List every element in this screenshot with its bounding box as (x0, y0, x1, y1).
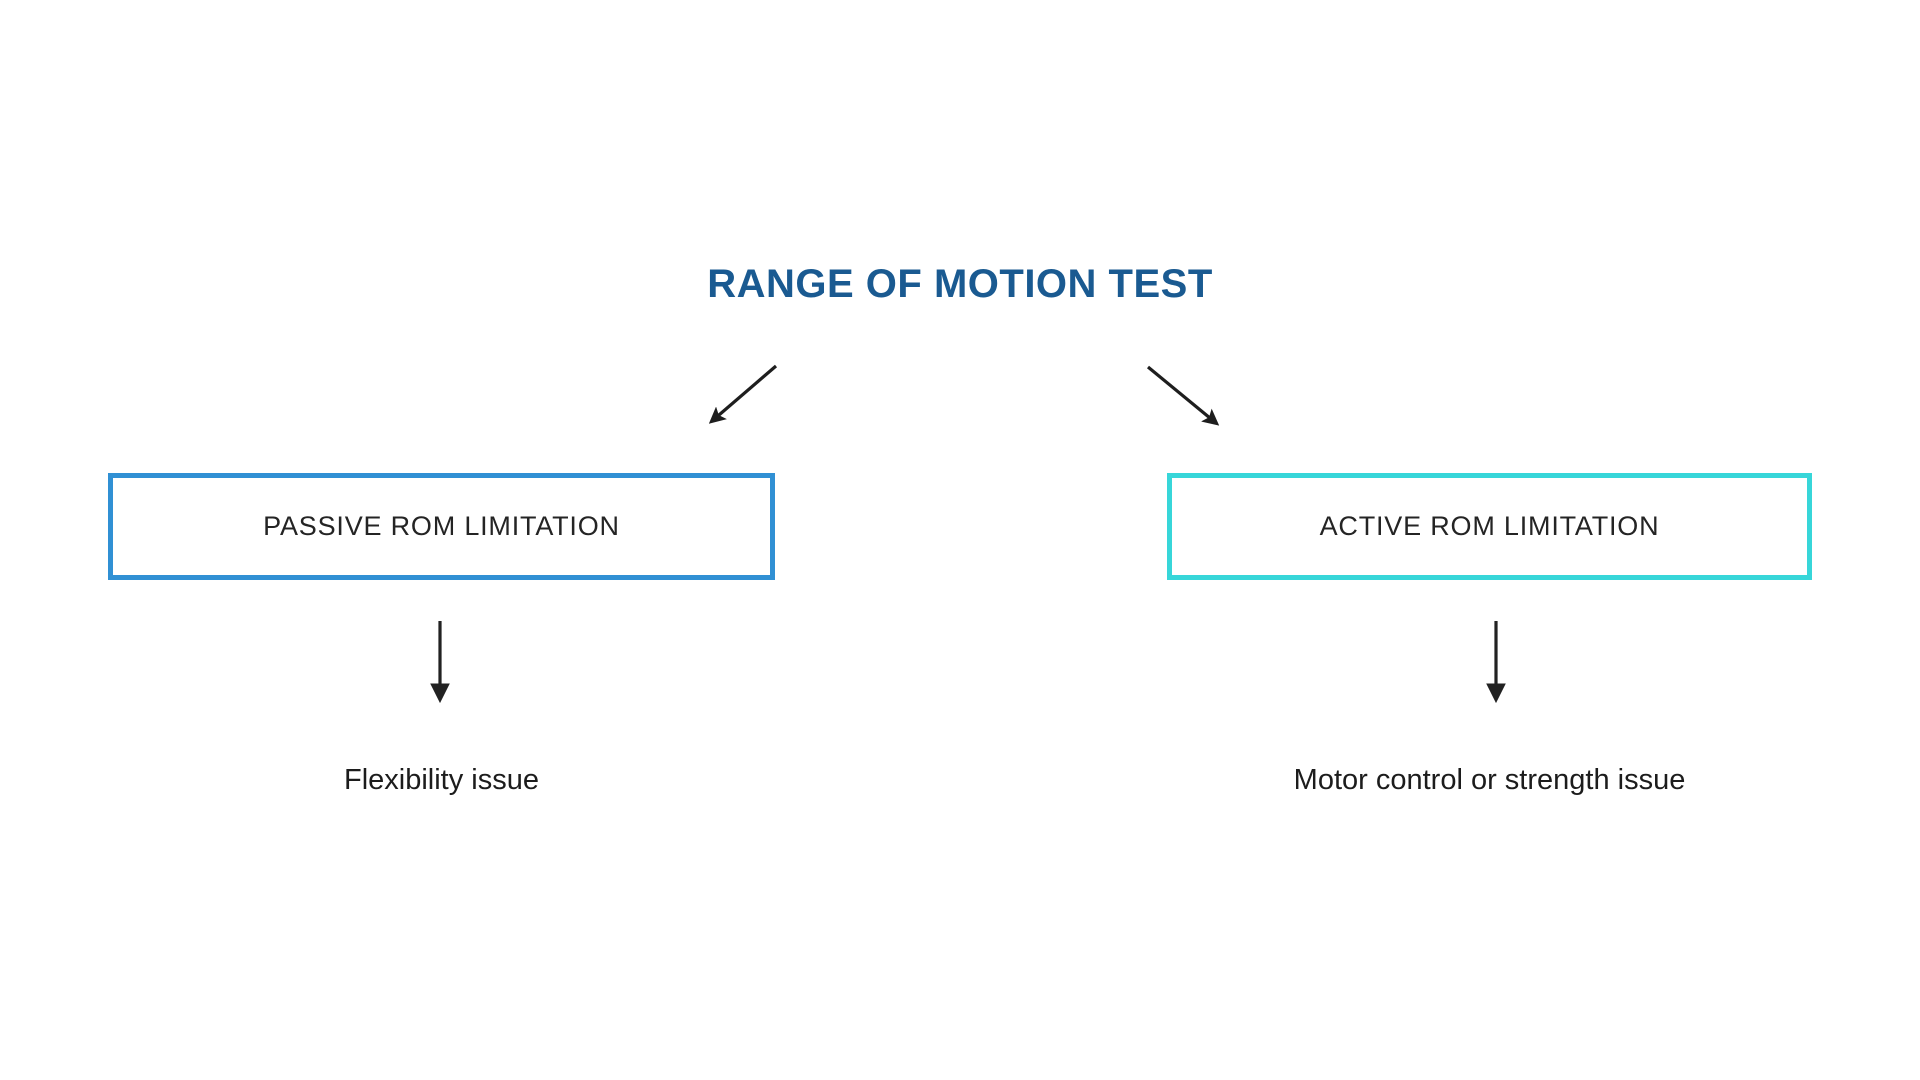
outcome-label-flexibility-issue: Flexibility issue (344, 764, 539, 796)
outcome-label-motor-control-issue: Motor control or strength issue (1293, 764, 1686, 796)
page-title: RANGE OF MOTION TEST (707, 262, 1213, 306)
diagonal-down-left-arrow (708, 364, 778, 424)
concept-box-passive-rom-limitation[interactable]: PASSIVE ROM LIMITATION (108, 473, 775, 580)
concept-box-active-rom-limitation[interactable]: ACTIVE ROM LIMITATION (1167, 473, 1812, 580)
diagonal-down-right-arrow (1146, 365, 1220, 426)
concept-box-label: PASSIVE ROM LIMITATION (263, 511, 620, 541)
concept-box-label: ACTIVE ROM LIMITATION (1319, 511, 1660, 541)
